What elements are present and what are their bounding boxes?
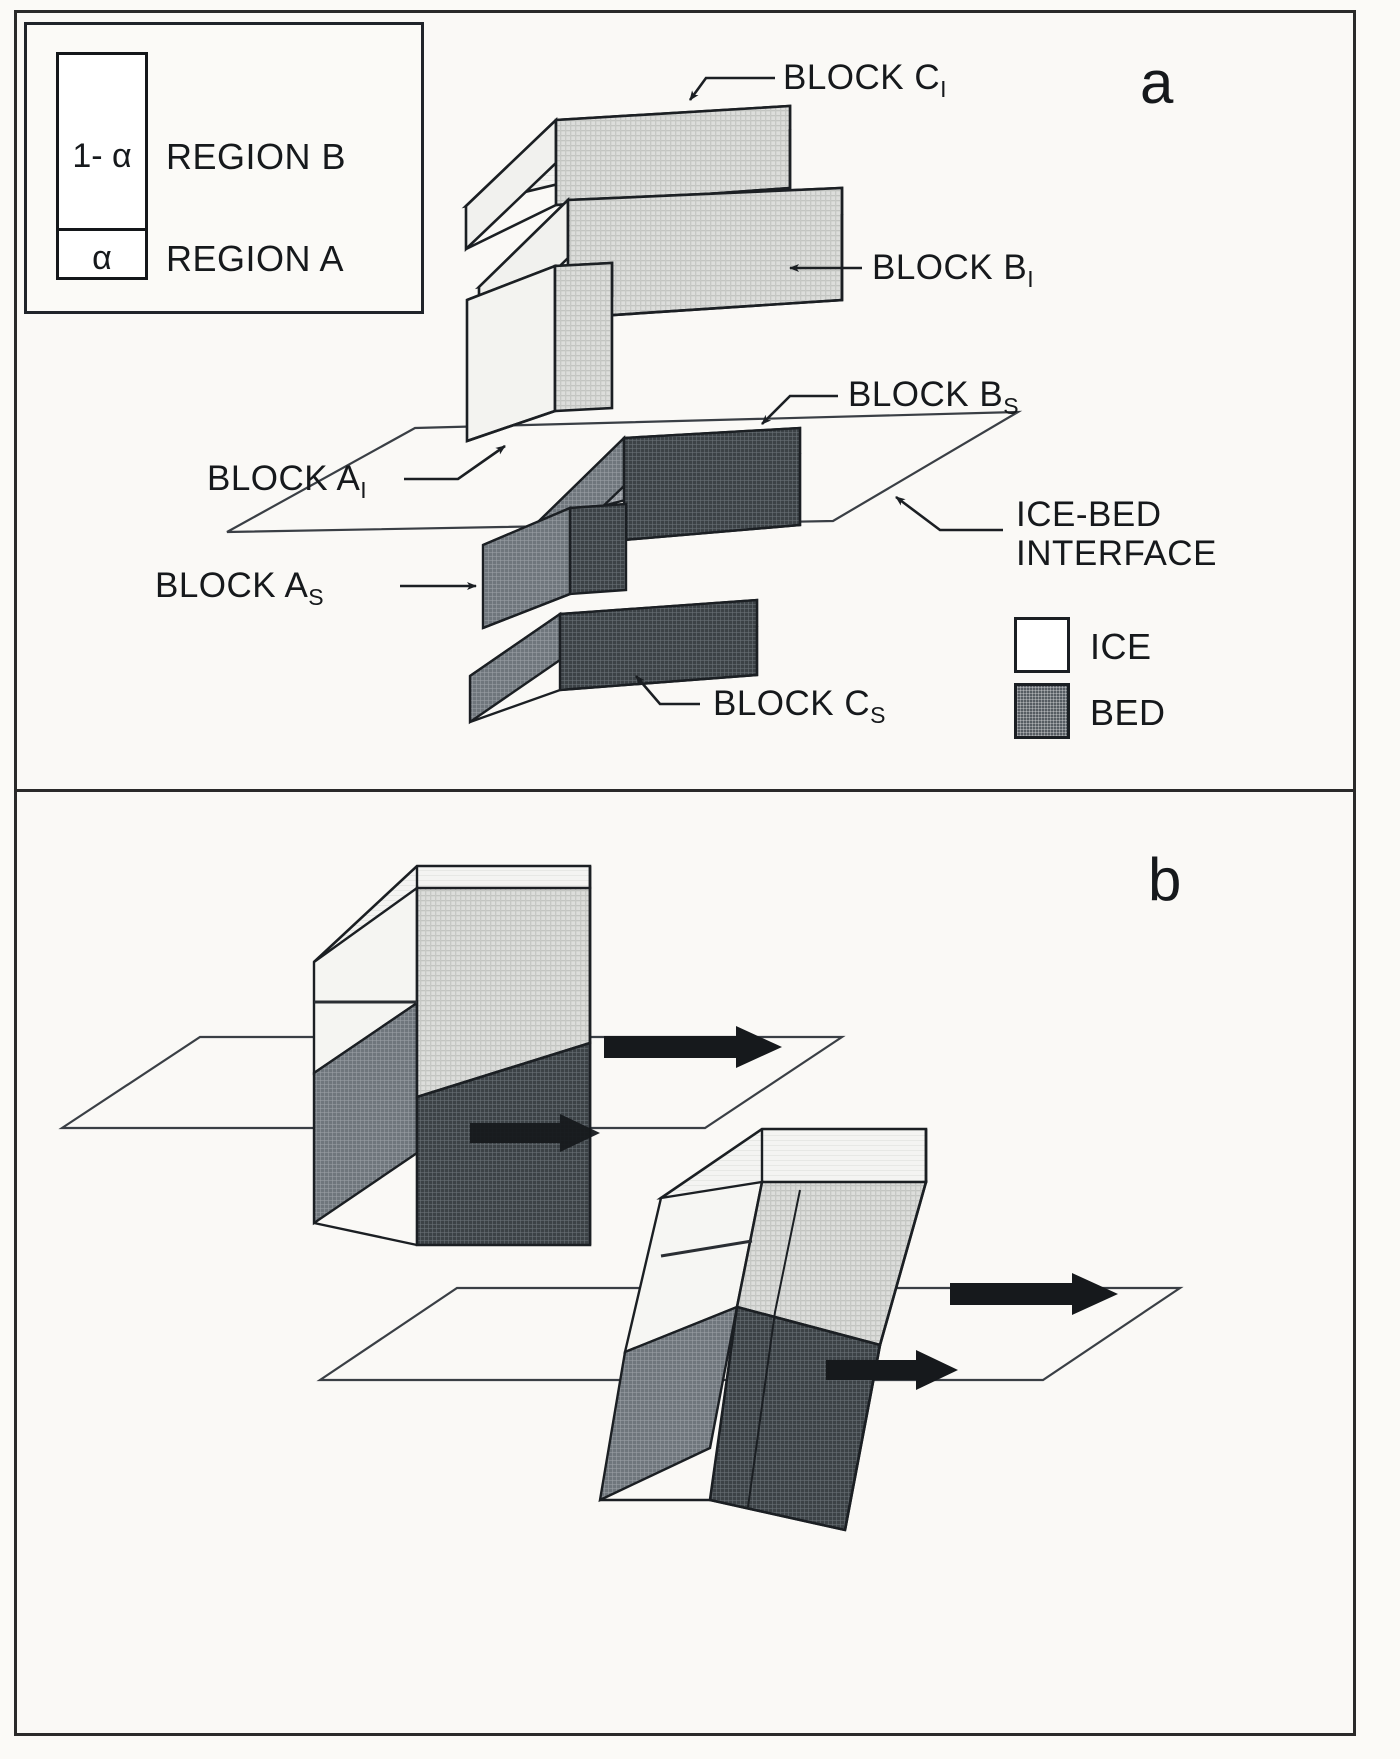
block-b-bed-label-sub: S [1003, 393, 1019, 419]
block-a-bed-shape [481, 502, 628, 630]
panel-b-lower-block [598, 1127, 928, 1532]
block-c-ice-shape [461, 104, 792, 253]
region-a-label: REGION A [166, 238, 345, 279]
leader-block-c-ice [688, 76, 775, 101]
bed-motion-arrow-lower [826, 1350, 958, 1390]
block-a-bed-label: BLOCK AS [155, 566, 324, 611]
panel-a-graphic [226, 76, 1023, 725]
block-c-bed-label: BLOCK CS [713, 684, 886, 729]
ice-bed-interface-label-line1: ICE-BED [1016, 495, 1162, 534]
panel-b-lower-arrows [826, 1273, 1118, 1390]
block-c-ice-label: BLOCK CI [783, 58, 947, 103]
block-b-ice-label-text: BLOCK B [872, 248, 1028, 287]
panel-b-upper-arrows [470, 1026, 782, 1152]
block-a-ice-label-text: BLOCK A [207, 459, 361, 498]
region-key-split-line [56, 228, 148, 231]
ice-swatch [1014, 617, 1070, 673]
block-c-bed-label-text: BLOCK C [713, 684, 871, 723]
leader-block-a-ice [404, 444, 506, 481]
block-a-ice-label-sub: I [360, 477, 367, 503]
block-a-ice-label: BLOCK AI [207, 459, 367, 504]
region-b-label: REGION B [166, 136, 347, 177]
region-key-column [56, 52, 148, 280]
ice-bed-interface-label-line2: INTERFACE [1016, 534, 1217, 573]
panel-b-letter: b [1148, 846, 1182, 913]
panel-b-upper-block [312, 864, 592, 1247]
block-a-bed-label-text: BLOCK A [155, 566, 309, 605]
block-c-bed-shape [468, 598, 759, 725]
ice-motion-arrow-lower [950, 1273, 1118, 1315]
block-b-bed-label: BLOCK BS [848, 375, 1019, 420]
callout-leaders [400, 76, 1003, 706]
block-c-bed-label-sub: S [870, 702, 886, 728]
bed-legend-label: BED [1090, 692, 1166, 733]
block-b-ice-label-sub: I [1027, 266, 1034, 292]
panel-a-letter: a [1140, 49, 1174, 116]
leader-ice-bed-interface [895, 495, 1003, 532]
block-b-bed-label-text: BLOCK B [848, 375, 1004, 414]
block-c-ice-label-text: BLOCK C [783, 58, 941, 97]
block-a-bed-label-sub: S [308, 584, 324, 610]
leader-block-c-bed [635, 675, 700, 706]
bed-swatch [1014, 683, 1070, 739]
panel-divider [17, 789, 1353, 792]
ice-motion-arrow-upper [604, 1026, 782, 1068]
ice-legend-label: ICE [1090, 626, 1152, 667]
region-a-fraction: α [92, 238, 112, 277]
block-a-ice-shape [465, 261, 614, 443]
block-b-ice-label: BLOCK BI [872, 248, 1034, 293]
block-c-ice-label-sub: I [940, 76, 947, 102]
region-b-fraction: 1- α [72, 136, 132, 175]
leader-block-b-bed [761, 394, 838, 425]
bed-motion-arrow-upper [470, 1114, 600, 1152]
